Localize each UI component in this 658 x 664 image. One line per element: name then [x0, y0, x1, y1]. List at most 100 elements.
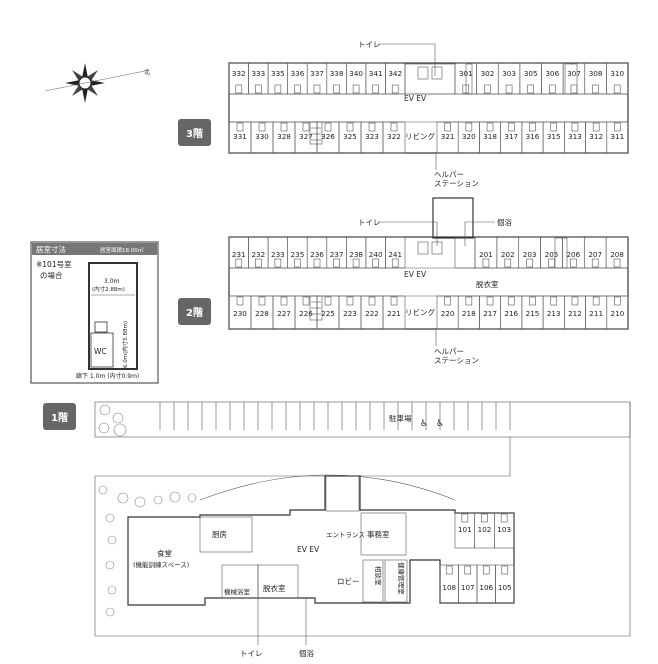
wc-box — [505, 84, 513, 94]
f3-living-label: リビング — [405, 131, 435, 141]
wc-box — [592, 84, 599, 94]
room-cell — [248, 62, 269, 95]
room-number: 311 — [611, 132, 625, 141]
wc-box — [592, 122, 600, 132]
tree-icon — [112, 412, 124, 424]
room-number: 102 — [478, 525, 492, 534]
room-cell — [584, 62, 607, 95]
room-number: 211 — [589, 309, 603, 318]
wc-box — [333, 258, 340, 268]
room-number: 310 — [610, 69, 624, 78]
room-number: 222 — [365, 309, 379, 318]
room-number: 328 — [277, 132, 291, 141]
wc-box — [294, 258, 301, 268]
tree-icon — [169, 491, 181, 503]
f1-lobby-label: ロビー — [337, 577, 360, 586]
wc-box — [391, 84, 399, 94]
f1-entrance-label: エントランス — [326, 531, 365, 539]
wc-box — [280, 122, 288, 132]
wc-box — [280, 296, 288, 306]
room-number: 218 — [462, 309, 476, 318]
wc-box — [368, 296, 376, 306]
room-number: 101 — [458, 525, 472, 534]
f1-dining-label: 食堂 — [157, 548, 172, 558]
room-cell — [267, 62, 288, 95]
wc-box — [507, 296, 515, 306]
f1-consult-label: 相談室 — [374, 566, 383, 586]
room-number: 333 — [251, 69, 265, 78]
room-cell — [326, 62, 347, 95]
wc-box — [591, 258, 599, 268]
room-number: 327 — [299, 132, 313, 141]
wheelchair-icon: ♿ — [436, 419, 444, 429]
room-number: 208 — [610, 250, 624, 259]
tree-icon — [98, 485, 108, 495]
compass-rose-icon — [44, 63, 146, 103]
wc-box — [465, 122, 473, 132]
wc-box — [481, 513, 488, 523]
wc-box — [526, 258, 533, 268]
wc-box — [501, 565, 509, 575]
room-number: 107 — [461, 583, 475, 592]
tree-icon — [153, 495, 163, 505]
room-size-note-2: の場合 — [40, 270, 63, 280]
room-size-width: 3.0m — [104, 278, 120, 285]
room-number: 240 — [369, 250, 383, 259]
svg-text:1階: 1階 — [51, 411, 68, 424]
wc-box — [482, 258, 490, 268]
room-cell — [287, 62, 308, 95]
room-size-area: 居室面積18.00㎡ — [100, 246, 144, 254]
wc-box — [236, 122, 244, 132]
wc-box — [549, 84, 556, 94]
f2-station-label: ステーション — [434, 356, 479, 365]
room-cell — [541, 62, 564, 95]
wc-box — [255, 84, 262, 94]
wc-box — [324, 296, 332, 306]
room-number: 237 — [330, 250, 344, 259]
f1-kitchen-label: 厨房 — [212, 529, 227, 539]
tree-icon — [107, 585, 117, 595]
room-number: 226 — [299, 309, 313, 318]
wc-box — [527, 84, 534, 94]
f2-bath-label: 個浴 — [497, 217, 512, 227]
tree-icon — [107, 535, 117, 545]
room-size-depth: 6.0m(内寸5.88m) — [121, 321, 129, 368]
room-cell — [385, 62, 406, 95]
room-number: 236 — [310, 250, 324, 259]
room-number: 228 — [255, 309, 269, 318]
tree-icon — [105, 513, 115, 523]
room-number: 106 — [479, 583, 493, 592]
room-number: 230 — [233, 309, 247, 318]
tree-icon — [187, 493, 197, 503]
wc-box — [346, 122, 354, 132]
wc-box — [465, 296, 473, 306]
wc-box — [548, 258, 555, 268]
wc-box — [236, 296, 244, 306]
room-size-corridor: 廊下 1.0m (内寸0.9m) — [76, 372, 139, 380]
room-size-note-1: ※101号室 — [36, 259, 72, 269]
wc-box — [302, 296, 310, 306]
wc-box — [302, 122, 310, 132]
room-size-title: 居室寸法 — [36, 244, 66, 254]
wc-box — [464, 565, 472, 575]
wc-box — [391, 258, 399, 268]
room-cell — [346, 62, 367, 95]
wc-box — [324, 122, 332, 132]
floor-badge-3: 3階 — [178, 119, 211, 146]
wc-box — [571, 296, 579, 306]
room-number: 215 — [526, 309, 540, 318]
room-number: 306 — [545, 69, 559, 78]
f1-bath-label: 個浴 — [299, 648, 314, 658]
tree-icon — [117, 492, 129, 504]
room-number: 316 — [526, 132, 540, 141]
wc-box — [444, 296, 451, 306]
room-number: 325 — [343, 132, 357, 141]
wc-box — [614, 122, 621, 132]
room-cell — [382, 295, 406, 330]
wc-box — [313, 258, 321, 268]
room-number: 335 — [271, 69, 285, 78]
room-number: 231 — [232, 250, 246, 259]
f2-toilet-label: トイレ — [358, 218, 381, 227]
wc-box — [255, 258, 262, 268]
room-cell — [495, 564, 515, 604]
